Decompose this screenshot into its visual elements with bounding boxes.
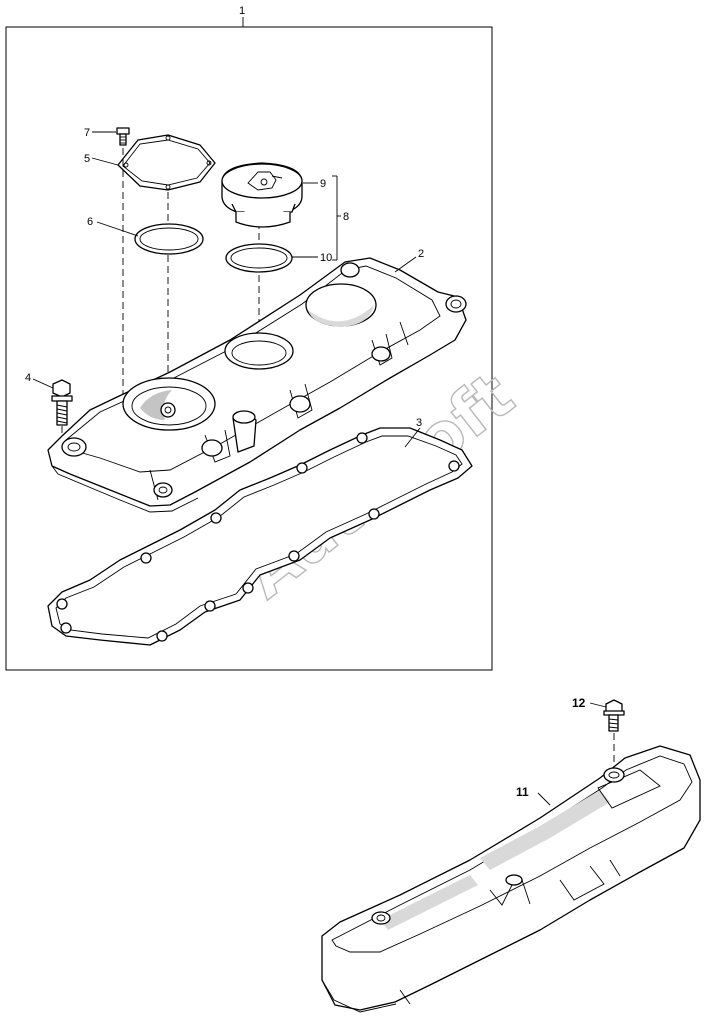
oil-filler-cap-9: 9 (221, 162, 326, 228)
rocker-cover-11: 11 (321, 745, 701, 1013)
callout-11: 11 (516, 785, 529, 799)
callout-1: 1 (239, 5, 245, 17)
o-ring-6: 6 (87, 216, 204, 255)
callout-5: 5 (84, 153, 90, 165)
bolt-4: 4 (25, 372, 73, 426)
rocker-cover-2: 2 (47, 248, 467, 513)
bolt-7: 7 (84, 127, 130, 146)
callout-8: 8 (343, 211, 349, 223)
callout-12: 12 (572, 696, 586, 710)
callout-4: 4 (25, 372, 31, 384)
kit-frame: 1 (5, 5, 493, 671)
callout-2: 2 (418, 248, 424, 260)
callout-9: 9 (320, 178, 326, 190)
kit-bracket-8: 8 (332, 175, 349, 261)
callout-10: 10 (320, 252, 332, 264)
cover-plate-5: 5 (84, 134, 216, 191)
callout-3: 3 (416, 417, 422, 429)
seal-ring-10: 10 (225, 243, 332, 273)
gasket-3: 3 (47, 417, 473, 646)
callout-7: 7 (84, 127, 90, 139)
bolt-12: 12 (572, 696, 625, 770)
callout-6: 6 (87, 216, 93, 228)
